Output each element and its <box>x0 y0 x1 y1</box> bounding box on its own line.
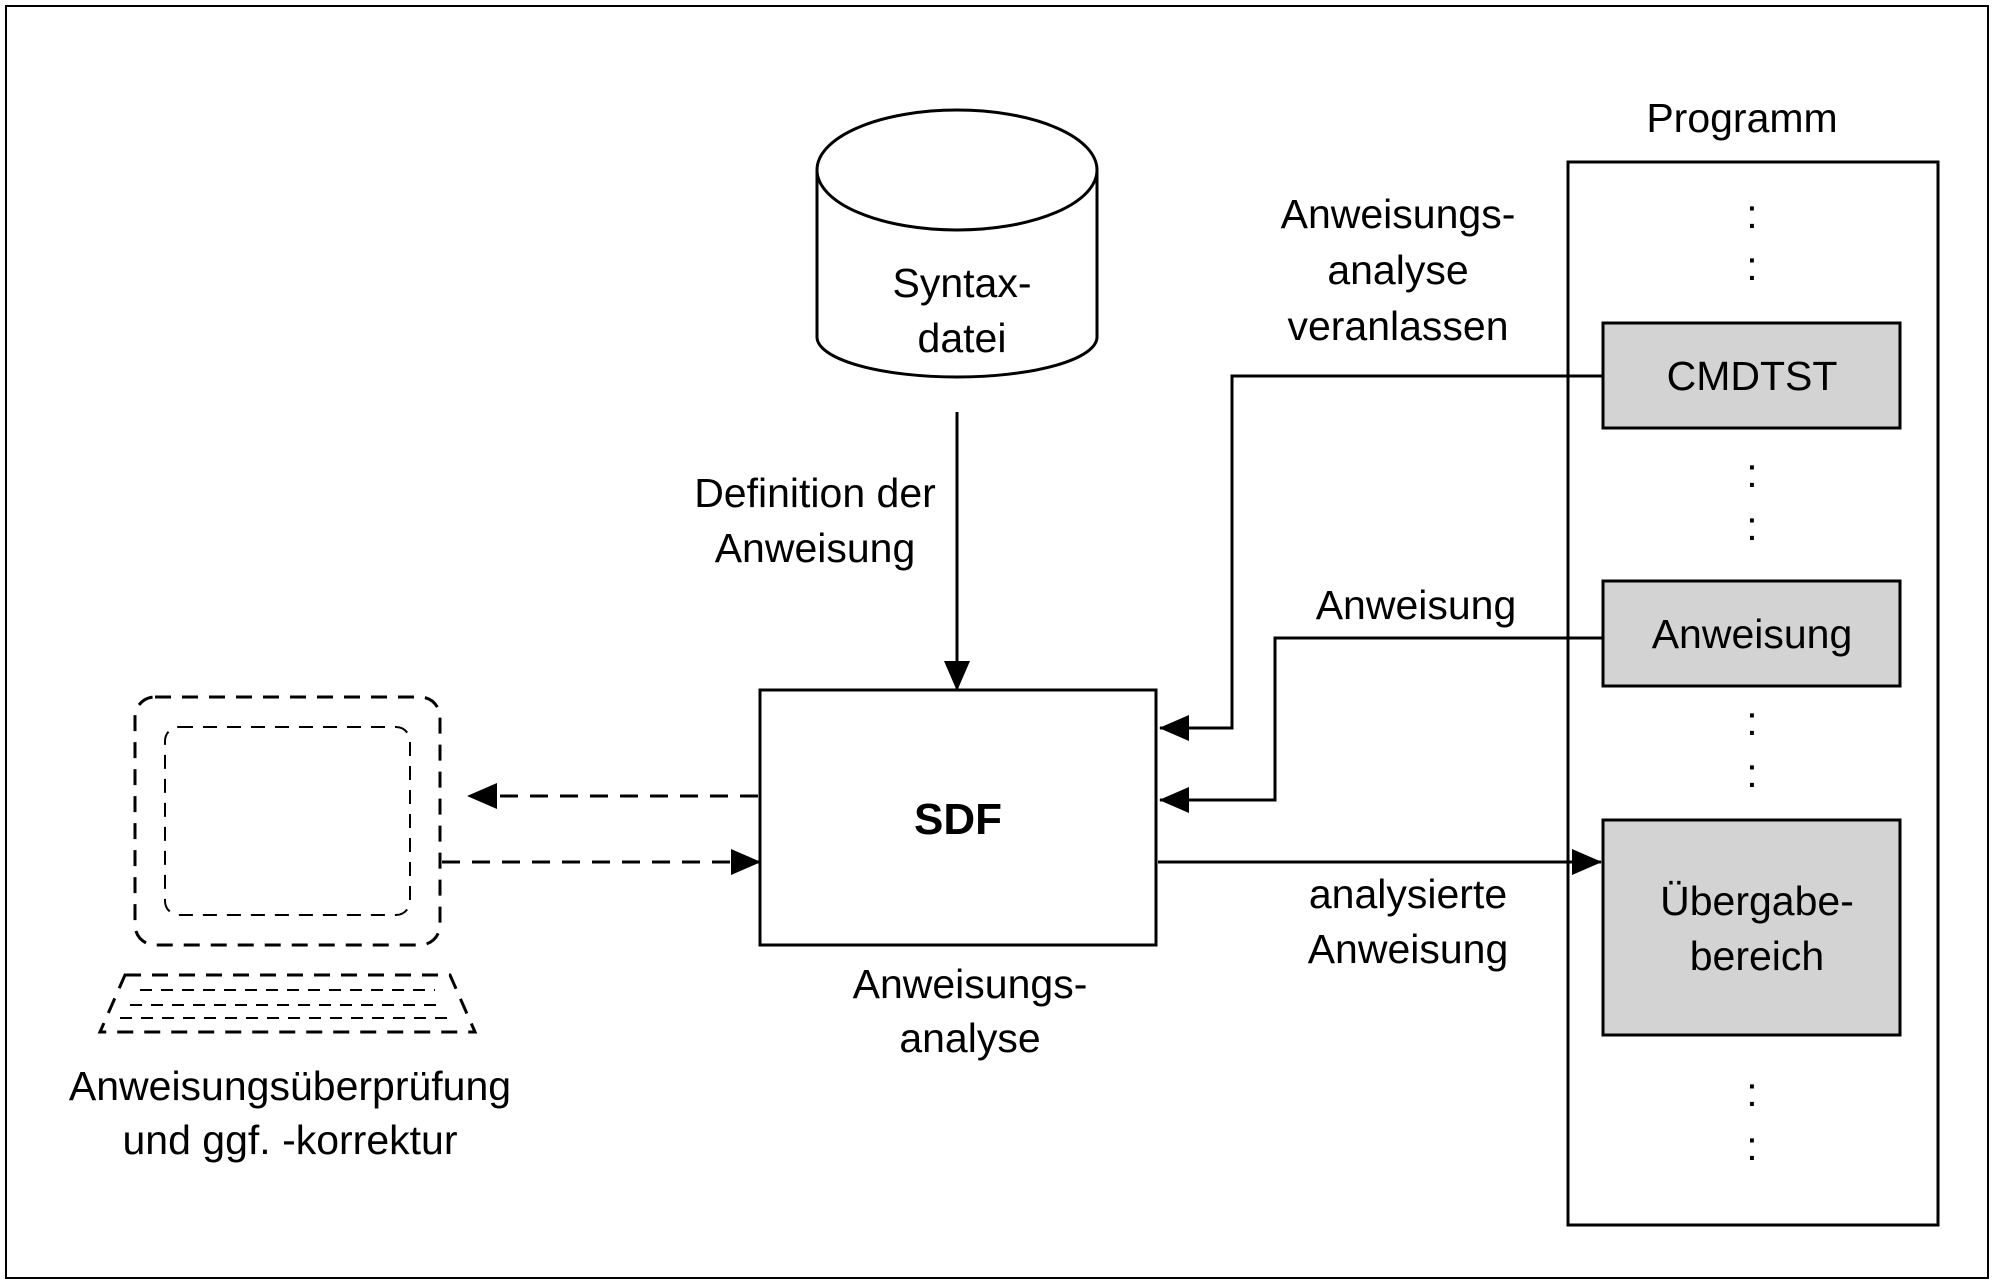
ellipsis-4: : <box>1746 503 1757 549</box>
sdf-caption-line2: analyse <box>899 1015 1040 1061</box>
statement-edge-label: Anweisung <box>1316 582 1517 628</box>
cmdtst-box <box>1601 321 1902 430</box>
program-ellipsis-group: : : : : : : : : <box>1746 191 1757 1169</box>
transfer-area-label-line1: Übergabe- <box>1660 878 1854 924</box>
statement-box-label: Anweisung <box>1652 611 1853 657</box>
ellipsis-6: : <box>1746 750 1757 796</box>
trigger-label-line1: Anweisungs- <box>1281 191 1516 237</box>
trigger-label-line3: veranlassen <box>1287 303 1508 349</box>
sdf-label: SDF <box>914 795 1002 844</box>
trigger-label-line2: analyse <box>1327 247 1468 293</box>
statement-box <box>1601 579 1902 688</box>
terminal-monitor <box>133 695 442 947</box>
terminal-screen <box>164 726 411 916</box>
sdf-box <box>758 688 1158 947</box>
ellipsis-1: : <box>1746 191 1757 237</box>
terminal-caption-line1: Anweisungsüberprüfung <box>69 1063 511 1109</box>
ellipsis-2: : <box>1746 243 1757 289</box>
analyzed-label-line1: analysierte <box>1309 871 1507 917</box>
computer-terminal-icon <box>97 695 478 1034</box>
transfer-area-label-line2: bereich <box>1690 933 1824 979</box>
database-label-line1: Syntax- <box>893 260 1032 306</box>
sdf-caption-line1: Anweisungs- <box>853 961 1088 1007</box>
ellipsis-3: : <box>1746 450 1757 496</box>
terminal-caption-line2: und ggf. -korrektur <box>123 1117 458 1163</box>
syntax-file-database: Syntax- datei <box>815 108 1099 379</box>
ellipsis-7: : <box>1746 1069 1757 1115</box>
definition-label-line2: Anweisung <box>715 525 916 571</box>
terminal-keys <box>120 989 455 1019</box>
terminal-keyboard <box>97 973 478 1034</box>
ellipsis-5: : <box>1746 698 1757 744</box>
database-label-line2: datei <box>918 315 1007 361</box>
program-box <box>1566 160 1940 1227</box>
trigger-analysis-arrow <box>1159 374 1603 741</box>
outer-frame <box>5 5 1989 1279</box>
definition-label-line1: Definition der <box>694 470 936 516</box>
program-title: Programm <box>1646 95 1837 141</box>
analyzed-label-line2: Anweisung <box>1308 926 1509 972</box>
statement-arrow <box>1159 636 1603 813</box>
cmdtst-label: CMDTST <box>1667 353 1838 399</box>
transfer-area-box <box>1601 818 1902 1037</box>
cylinder-top <box>815 108 1099 232</box>
ellipsis-8: : <box>1746 1123 1757 1169</box>
